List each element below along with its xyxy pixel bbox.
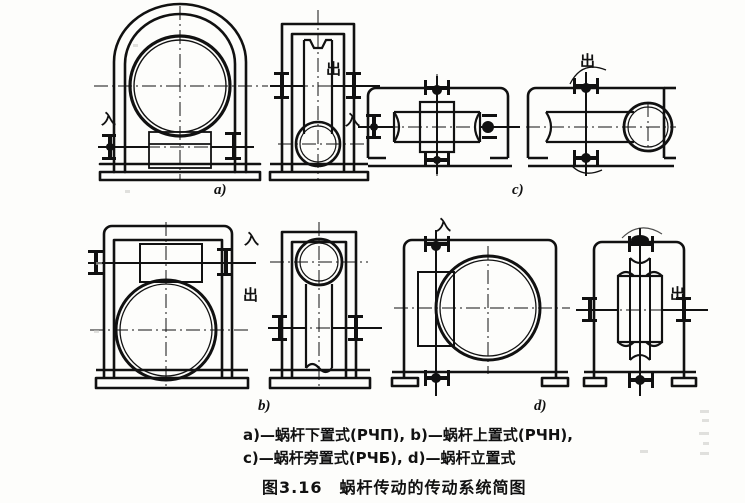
subfigure-c-label: c) [512,182,524,198]
subfigure-b-input-label: 入 [244,230,260,248]
subfigure-d-drawing [390,228,580,398]
caption-line-2: c)—蜗杆旁置式(РЧБ), d)—蜗杆立置式 [243,449,516,467]
scan-speckle [700,452,709,455]
subfigure-a-side-drawing [268,4,388,184]
subfigure-b-output-label: 出 [243,286,259,304]
subfigure-d-input-label: 入 [436,216,452,234]
subfigure-b-side-drawing [268,218,388,398]
subfigure-a-drawing [92,2,352,184]
subfigure-c-side-drawing [524,66,684,180]
caption-line-1: a)—蜗杆下置式(РЧП), b)—蜗杆上置式(РЧН), [243,426,573,444]
scan-speckle [125,190,130,193]
subfigure-b-drawing [88,218,256,398]
scan-speckle [700,410,709,413]
subfigure-a-input-label: 入 [101,110,117,128]
subfigure-c-drawing [358,70,524,180]
subfigure-d-label: d) [534,398,547,414]
scan-speckle [96,262,102,265]
subfigure-a-output-label: 出 [326,60,342,78]
subfigure-b-label: b) [258,398,271,414]
scan-speckle [640,450,648,453]
subfigure-a-label: a) [214,182,227,198]
figure-caption-title: 图3.16 蜗杆传动的传动系统简图 [262,478,527,497]
scan-speckle [702,419,709,422]
subfigure-d-side-drawing [576,227,712,398]
subfigure-c-output-label: 出 [580,52,596,70]
scan-speckle [699,432,709,435]
subfigure-c-input-label: 入 [345,111,361,129]
scan-speckle [703,442,709,445]
scan-speckle [94,330,99,333]
scan-speckle [133,44,138,47]
subfigure-d-output-label: 出 [670,285,686,303]
